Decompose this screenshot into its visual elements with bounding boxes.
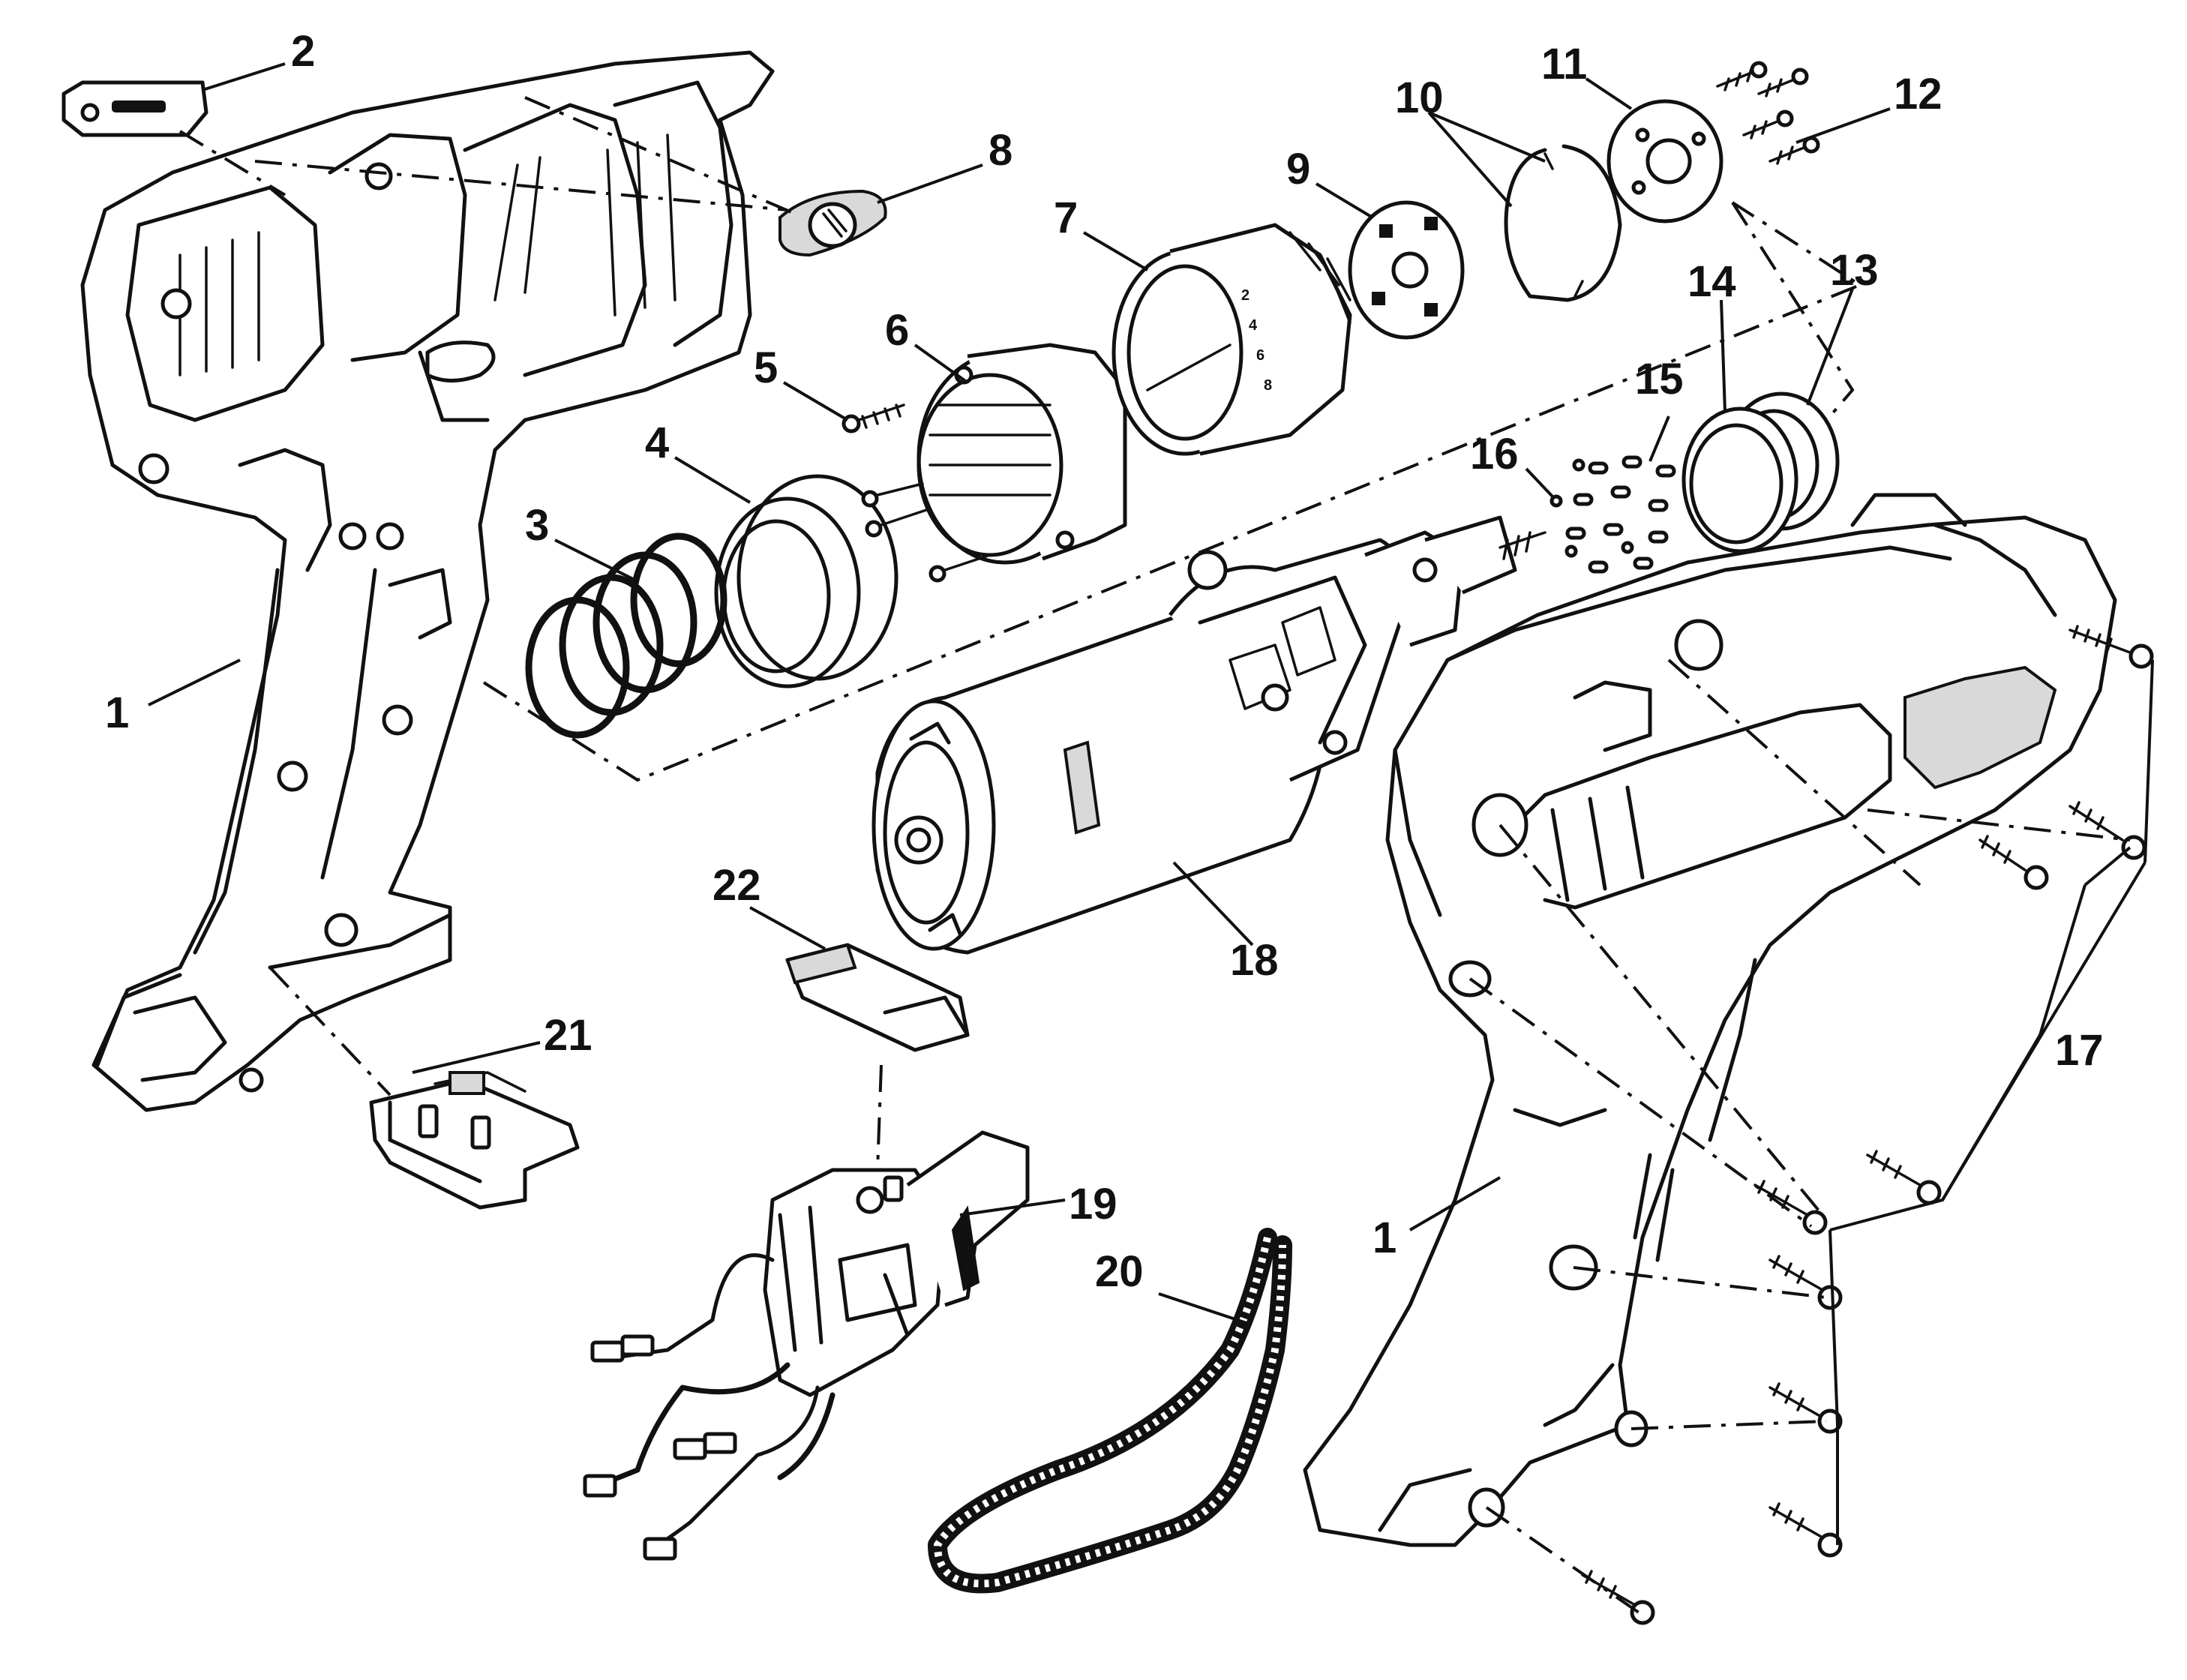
part-4-ring xyxy=(714,474,898,688)
right-housing-assembled xyxy=(1303,493,2117,1547)
callout-22: 22 xyxy=(712,861,761,910)
part-10-clip xyxy=(1504,144,1622,302)
callout-1-left: 1 xyxy=(105,688,129,737)
part-20-strap xyxy=(928,1228,1292,1594)
part-6-gear-case xyxy=(861,343,1127,583)
part-15-16-pins xyxy=(1550,455,1676,574)
callout-21: 21 xyxy=(544,1011,592,1060)
part-8-plate xyxy=(778,189,887,257)
clutch-mark-6: 6 xyxy=(1256,347,1264,364)
part-22-slider xyxy=(785,943,970,1052)
callout-3: 3 xyxy=(525,501,549,550)
callout-11: 11 xyxy=(1541,40,1587,88)
part-2-shift-button xyxy=(62,80,208,137)
callout-numbers: 1 1 2 3 4 5 6 7 8 9 10 11 12 13 14 15 16… xyxy=(105,27,2104,1296)
alignment-lines xyxy=(178,96,2131,1614)
part-11-end-plate xyxy=(1606,99,1724,224)
callout-2: 2 xyxy=(291,27,315,76)
callout-16: 16 xyxy=(1470,430,1519,478)
clutch-mark-4: 4 xyxy=(1249,317,1258,334)
part-3-spring xyxy=(525,532,728,739)
part-19-trigger-switch xyxy=(583,1130,1030,1561)
callout-9: 9 xyxy=(1286,145,1310,194)
callout-1-right: 1 xyxy=(1372,1214,1396,1262)
callout-5: 5 xyxy=(754,344,778,392)
callout-13: 13 xyxy=(1830,246,1879,295)
part-18-motor xyxy=(872,515,1546,955)
left-housing-half xyxy=(80,50,775,1112)
clutch-mark-2: 2 xyxy=(1241,287,1250,304)
part-14-ring xyxy=(1682,406,1798,554)
callout-8: 8 xyxy=(988,126,1012,175)
part-9-clutch-plate xyxy=(1348,200,1465,340)
part-5-screw xyxy=(842,404,905,434)
callout-12: 12 xyxy=(1894,70,1942,118)
leader-lines xyxy=(148,62,2154,1545)
callout-14: 14 xyxy=(1688,257,1736,306)
callout-17: 17 xyxy=(2055,1026,2104,1075)
part-21-terminal-block xyxy=(369,1071,580,1210)
callout-19: 19 xyxy=(1069,1180,1118,1228)
part-7-clutch-collar: 2 4 6 8 xyxy=(1112,223,1352,456)
callout-6: 6 xyxy=(885,306,909,355)
clutch-mark-8: 8 xyxy=(1264,377,1272,394)
callout-20: 20 xyxy=(1095,1247,1144,1296)
callout-4: 4 xyxy=(645,418,669,467)
callout-7: 7 xyxy=(1054,194,1078,242)
callout-15: 15 xyxy=(1635,355,1684,404)
callout-18: 18 xyxy=(1230,936,1279,985)
part-12-screws xyxy=(1716,61,1820,165)
callout-10: 10 xyxy=(1395,74,1444,122)
